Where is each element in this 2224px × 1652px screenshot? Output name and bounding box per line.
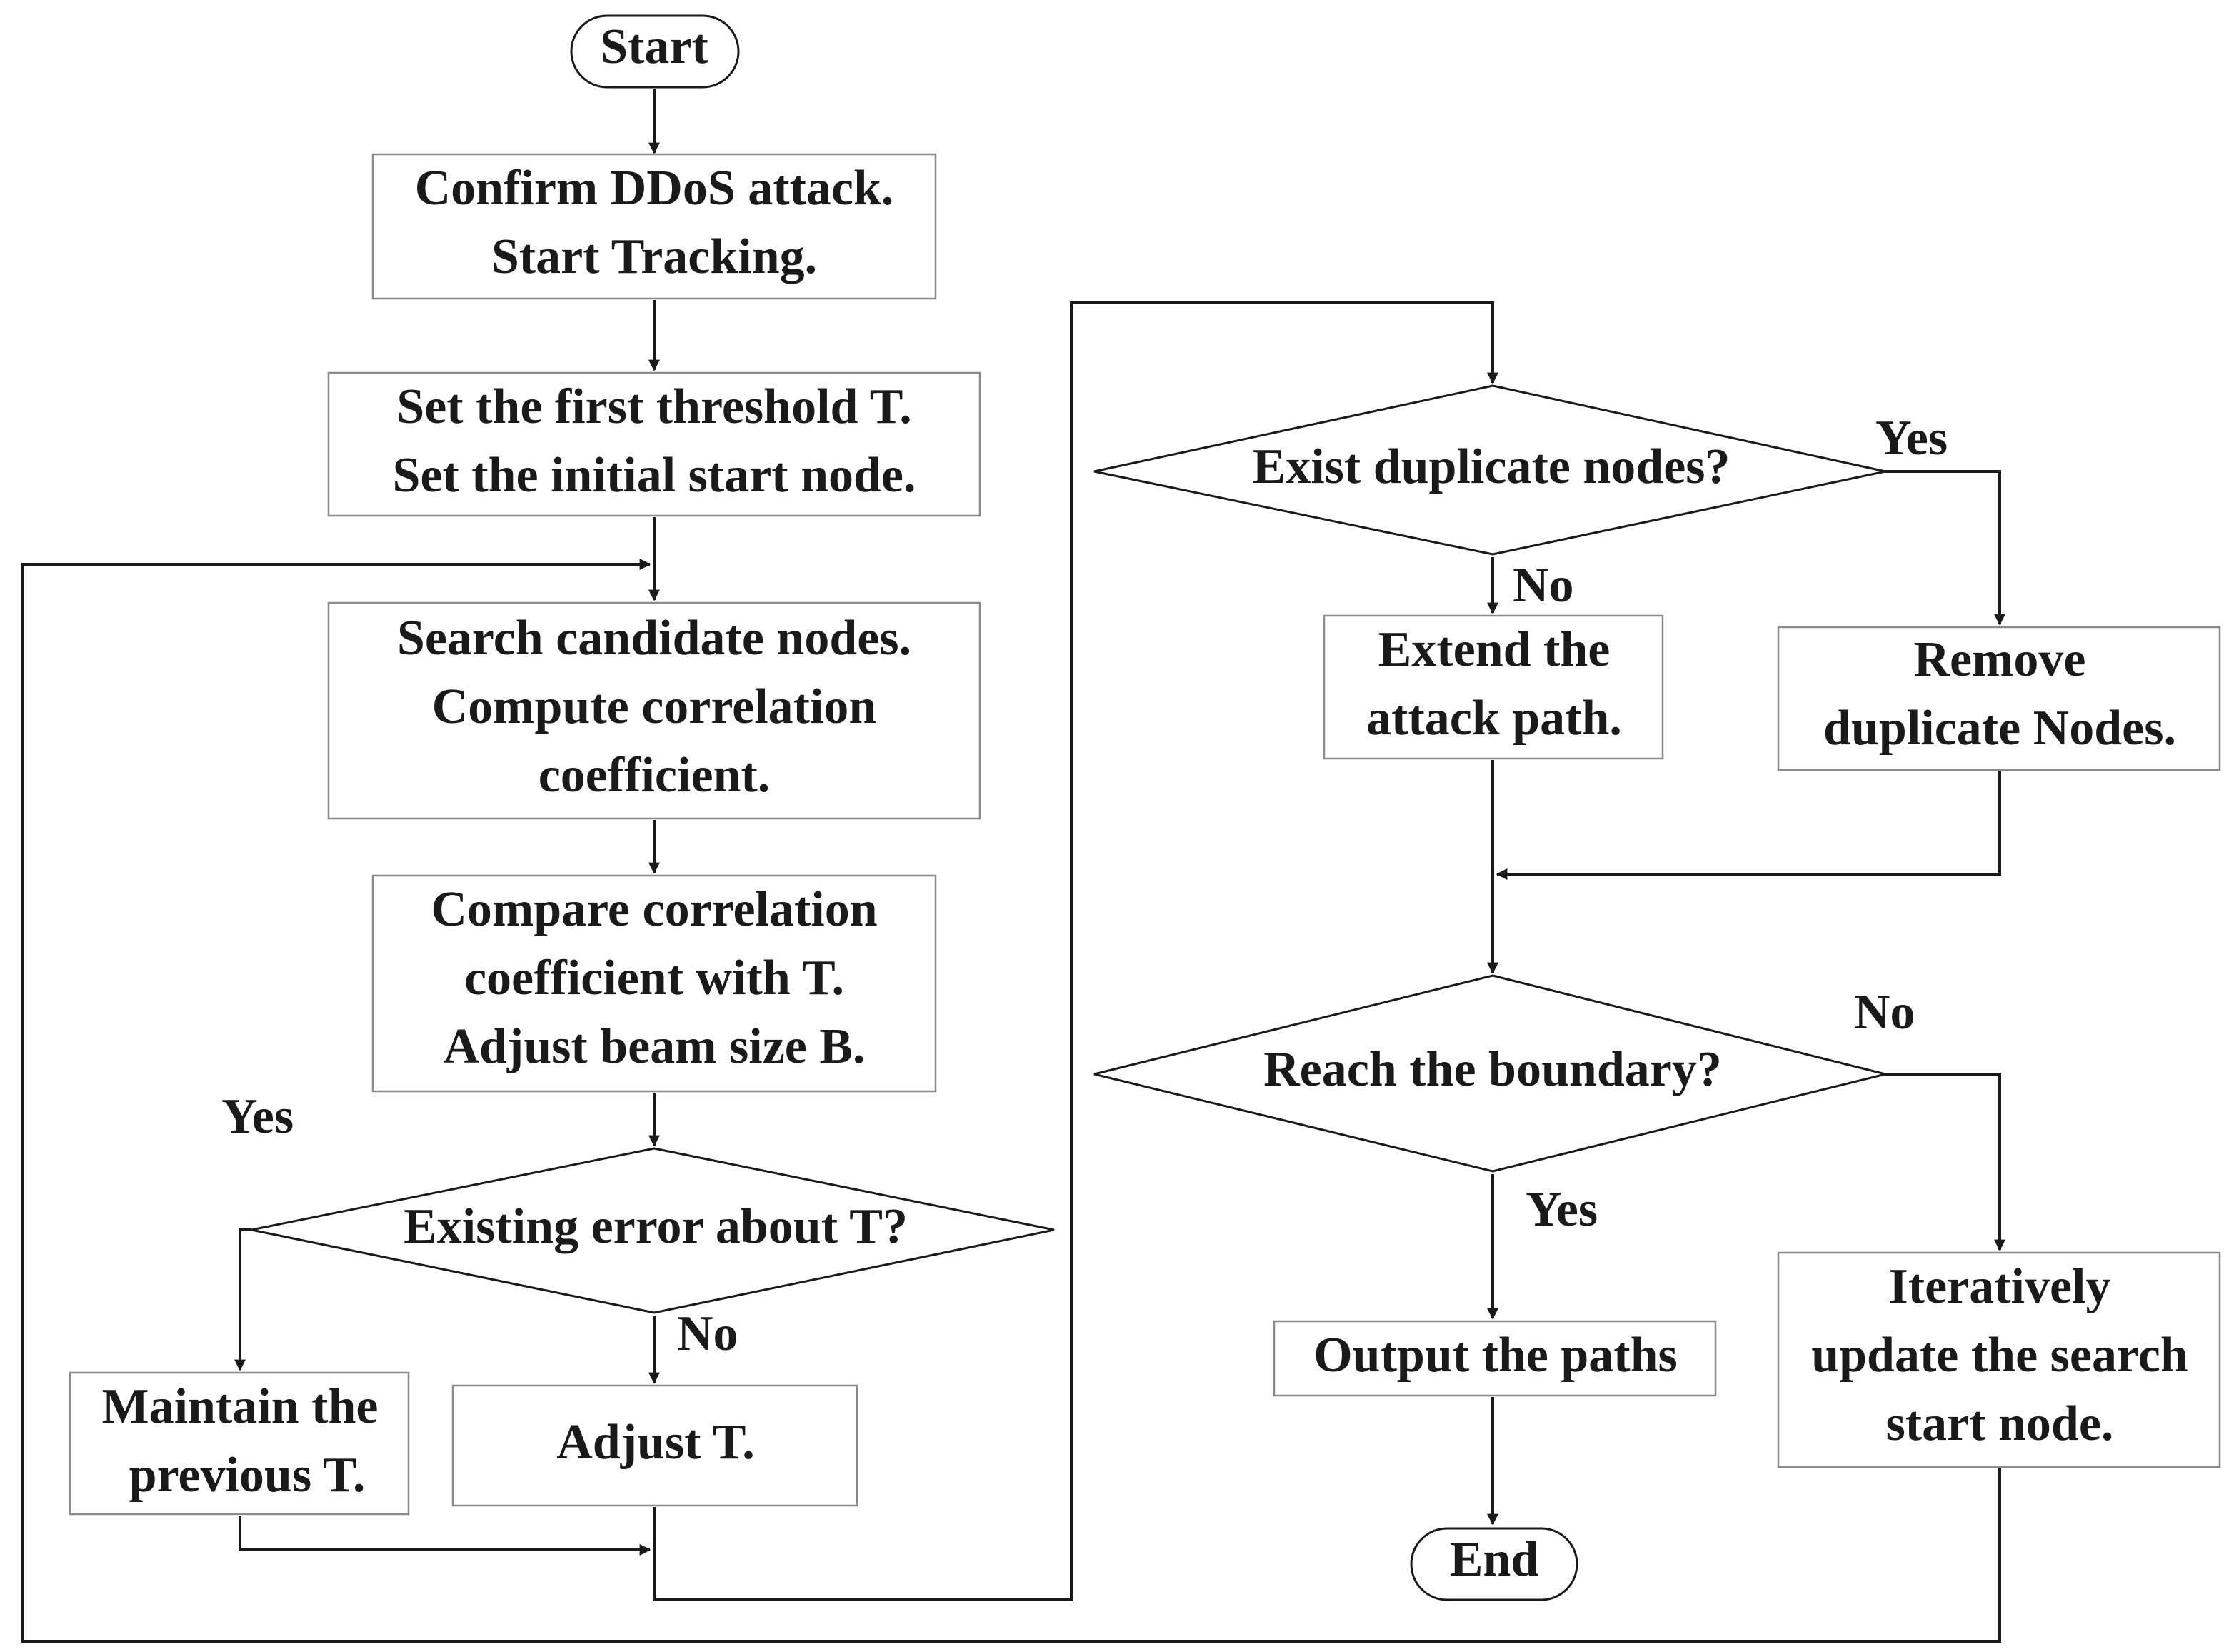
adjust-t-label: Adjust T.: [556, 1415, 755, 1470]
confirm-line-2: Start Tracking.: [491, 229, 817, 284]
extend-line-2: attack path.: [1366, 691, 1622, 746]
compare-line-3: Adjust beam size B.: [443, 1019, 865, 1074]
reach-boundary-label: Reach the boundary?: [1263, 1042, 1722, 1097]
start-terminal: Start: [570, 14, 740, 89]
extend-line-1: Extend the: [1378, 622, 1611, 677]
connector-adjust-duplicate: [653, 301, 1498, 1601]
iterative-line-2: update the search: [1811, 1328, 2188, 1383]
iterative-line-3: start node.: [1886, 1396, 2114, 1451]
output-paths-box: Output the paths: [1273, 1320, 1717, 1397]
search-candidates-box: Search candidate nodes. Compute correlat…: [327, 601, 981, 820]
duplicate-no-label: No: [1513, 558, 1574, 613]
set-threshold-line-1: Set the first threshold T.: [396, 379, 911, 434]
output-label: Output the paths: [1313, 1328, 1678, 1383]
branch-labels: Yes No Yes No No Yes: [221, 411, 1948, 1361]
maintain-threshold-box: Maintain the previous T.: [69, 1371, 410, 1516]
remove-duplicates-box: Remove duplicate Nodes.: [1777, 626, 2221, 771]
extend-path-box: Extend the attack path.: [1323, 614, 1664, 760]
iterative-line-1: Iteratively: [1889, 1259, 2111, 1314]
duplicate-yes-label: Yes: [1875, 411, 1948, 466]
set-threshold-line-2: Set the initial start node.: [392, 448, 916, 503]
error-yes-label: Yes: [221, 1089, 294, 1144]
connector-maintain-merge: [239, 1516, 651, 1556]
maintain-line-1: Maintain the: [102, 1379, 379, 1434]
reach-boundary-decision: Reach the boundary?: [1093, 974, 1886, 1173]
maintain-line-2: previous T.: [129, 1448, 366, 1503]
compare-line-2: coefficient with T.: [464, 951, 844, 1006]
search-line-3: coefficient.: [539, 748, 771, 803]
connector-duplicate-yes-remove: [1885, 470, 2005, 626]
set-threshold-box: Set the first threshold T. Set the initi…: [327, 371, 981, 517]
confirm-attack-box: Confirm DDoS attack. Start Tracking.: [371, 153, 937, 300]
start-label: Start: [600, 19, 708, 74]
compare-line-1: Compare correlation: [431, 882, 877, 937]
end-terminal: End: [1410, 1527, 1578, 1601]
boundary-yes-label: Yes: [1526, 1182, 1598, 1237]
error-no-label: No: [677, 1306, 738, 1361]
boundary-no-label: No: [1854, 985, 1915, 1040]
connector-remove-merge: [1496, 771, 2001, 880]
connectors: [21, 89, 2005, 1643]
remove-line-2: duplicate Nodes.: [1823, 701, 2176, 756]
adjust-threshold-box: Adjust T.: [451, 1384, 858, 1507]
confirm-line-1: Confirm DDoS attack.: [415, 161, 894, 216]
search-line-2: Compute correlation: [432, 679, 877, 734]
connector-iterative-loop-search: [21, 559, 2001, 1643]
search-line-1: Search candidate nodes.: [397, 611, 911, 666]
iterative-update-box: Iteratively update the search start node…: [1777, 1251, 2221, 1468]
exist-duplicate-label: Exist duplicate nodes?: [1253, 439, 1730, 494]
connector-error-yes-maintain: [234, 1228, 251, 1371]
existing-error-label: Existing error about T?: [404, 1199, 908, 1254]
remove-line-1: Remove: [1913, 632, 2085, 687]
end-label: End: [1450, 1532, 1539, 1587]
connector-boundary-no-iterative: [1885, 1073, 2005, 1251]
exist-duplicate-decision: Exist duplicate nodes?: [1093, 384, 1886, 556]
existing-error-decision: Existing error about T?: [251, 1147, 1055, 1314]
compare-coefficient-box: Compare correlation coefficient with T. …: [371, 874, 937, 1093]
